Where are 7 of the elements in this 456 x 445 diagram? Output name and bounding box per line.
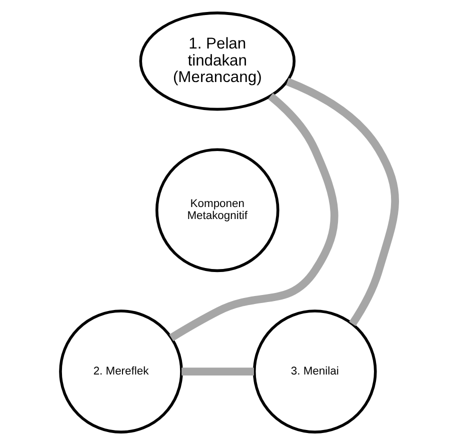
node-circle: 3. Menilai: [252, 310, 377, 434]
connector: [286, 78, 399, 326]
connector: [182, 368, 254, 376]
node-circle: Komponen Metakognitif: [155, 148, 280, 272]
node-ellipse: 1. Pelan tindakan (Merancang): [139, 12, 296, 111]
connector: [169, 93, 338, 342]
node-circle: 2. Mereflek: [59, 310, 183, 434]
